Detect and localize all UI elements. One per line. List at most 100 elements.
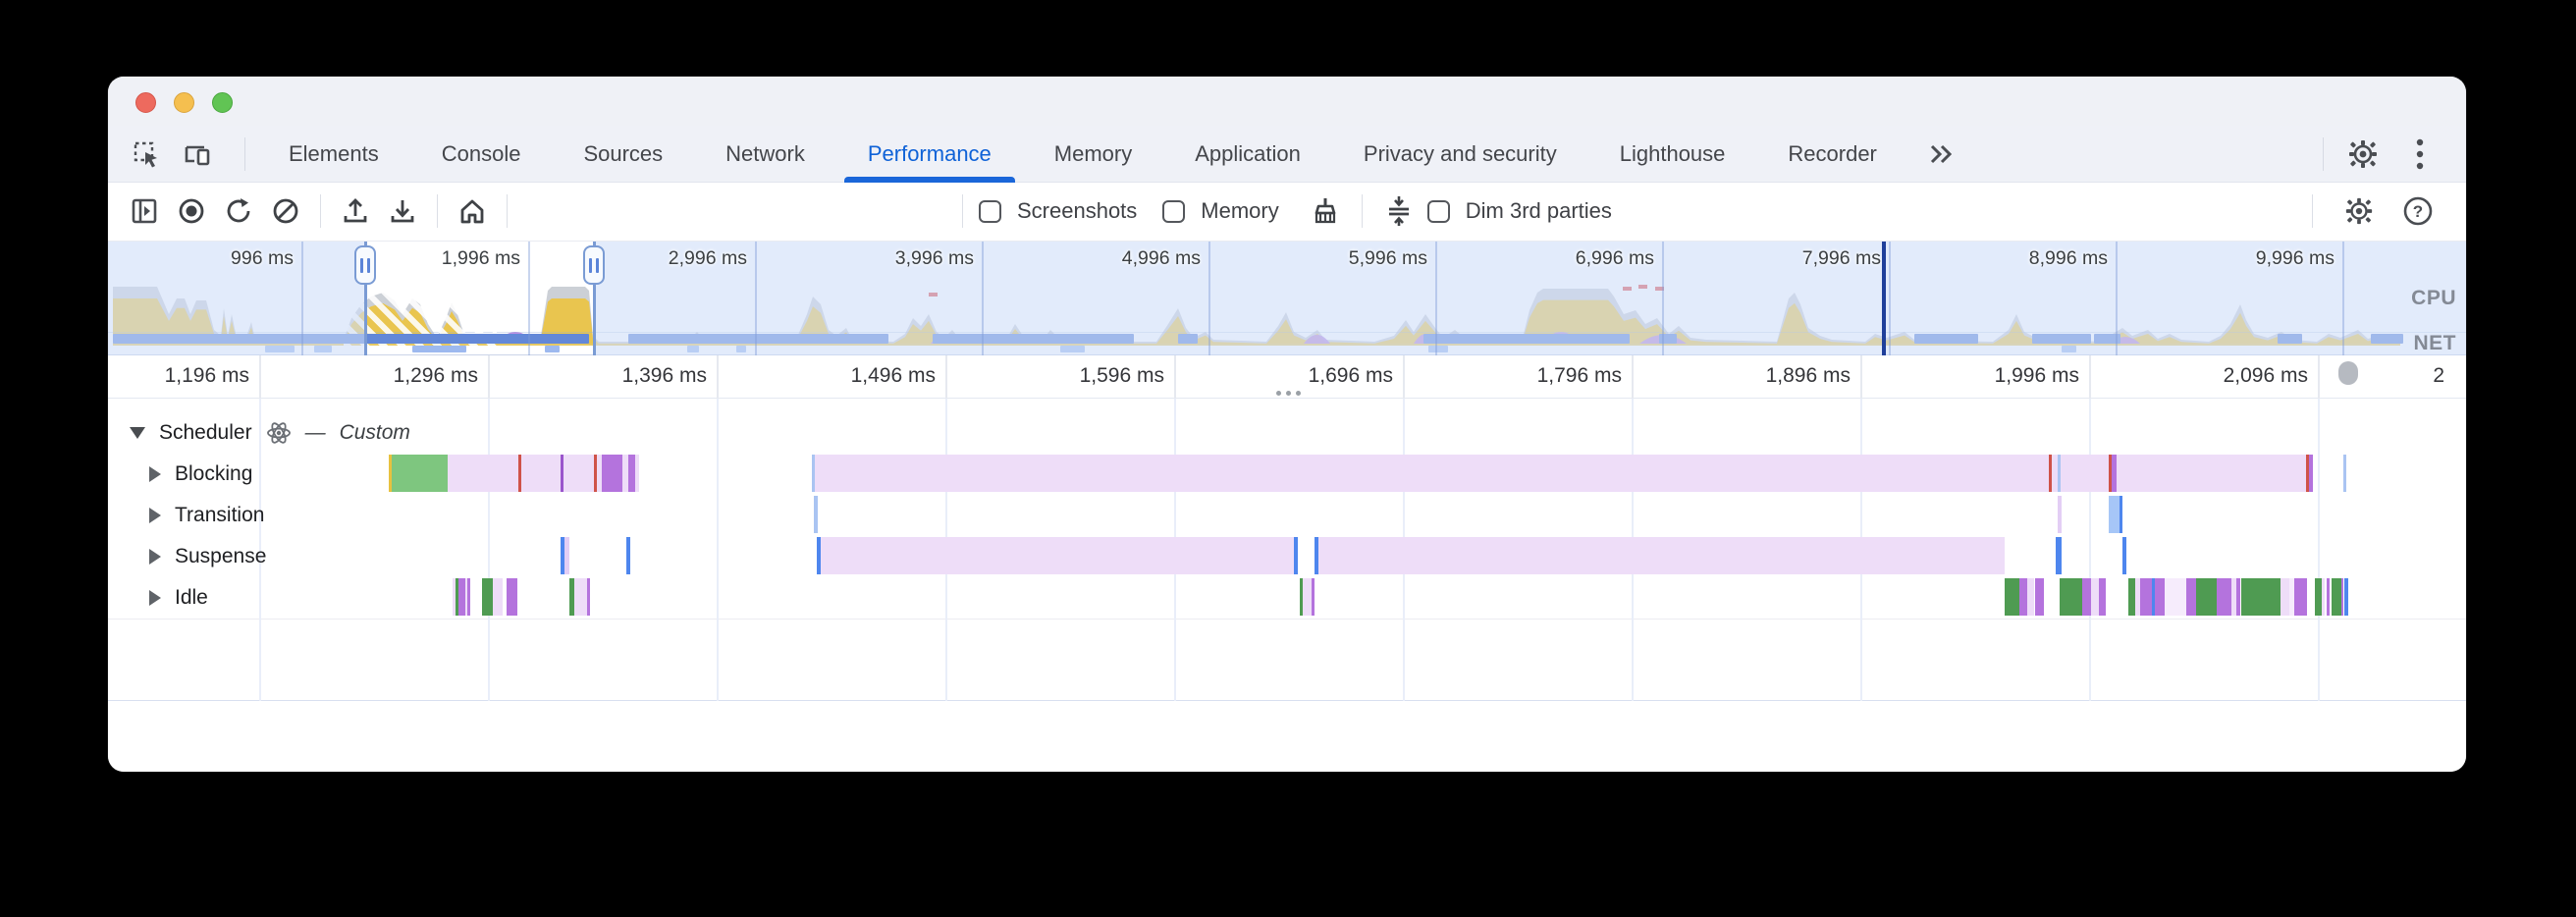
tab-performance[interactable]: Performance	[836, 126, 1023, 183]
expand-row-icon[interactable]	[149, 590, 161, 606]
timeline-event-bar[interactable]	[392, 455, 448, 492]
timeline-event-bar[interactable]	[635, 455, 639, 492]
timeline-event-bar[interactable]	[2112, 455, 2117, 492]
timeline-event-bar[interactable]	[482, 578, 493, 616]
timeline-event-bar[interactable]	[458, 578, 465, 616]
timeline-event-bar[interactable]	[2091, 578, 2099, 616]
timeline-event-bar[interactable]	[2196, 578, 2217, 616]
tab-privacy-and-security[interactable]: Privacy and security	[1332, 126, 1588, 183]
timeline-event-bar[interactable]	[2005, 578, 2019, 616]
expand-row-icon[interactable]	[149, 508, 161, 523]
left-selection-handle[interactable]	[354, 245, 376, 285]
zoom-window-button[interactable]	[212, 92, 233, 113]
tab-sources[interactable]: Sources	[552, 126, 694, 183]
inspect-element-icon[interactable]	[126, 135, 167, 174]
expand-row-icon[interactable]	[149, 466, 161, 482]
timeline-event-bar[interactable]	[2343, 455, 2346, 492]
timeline-overview[interactable]: CPU NET 996 ms1,996 ms2,996 ms3,996 ms4,…	[108, 242, 2466, 355]
timeline-event-bar[interactable]	[1294, 537, 1298, 574]
vertical-scrollbar-thumb[interactable]	[2338, 361, 2358, 385]
timeline-event-bar[interactable]	[817, 537, 821, 574]
timeline-event-bar[interactable]	[2236, 578, 2240, 616]
tab-network[interactable]: Network	[694, 126, 836, 183]
timeline-event-bar[interactable]	[2281, 578, 2289, 616]
timeline-event-bar[interactable]	[2327, 578, 2330, 616]
memory-checkbox[interactable]	[1162, 200, 1185, 223]
timeline-event-bar[interactable]	[2058, 496, 2062, 533]
timeline-event-bar[interactable]	[2049, 455, 2052, 492]
timeline-event-bar[interactable]	[564, 537, 569, 574]
tab-application[interactable]: Application	[1163, 126, 1332, 183]
timeline-event-bar[interactable]	[2099, 578, 2106, 616]
tab-lighthouse[interactable]: Lighthouse	[1588, 126, 1757, 183]
timeline-ruler[interactable]: 2 1,196 ms1,296 ms1,396 ms1,496 ms1,596 …	[108, 355, 2466, 399]
timeline-event-bar[interactable]	[2058, 455, 2061, 492]
chevron-double-right-icon[interactable]	[1908, 126, 1975, 183]
dim-3rd-parties-checkbox[interactable]	[1427, 200, 1450, 223]
timeline-event-bar[interactable]	[2027, 578, 2034, 616]
collapse-group-icon[interactable]	[130, 427, 145, 439]
timeline-event-bar[interactable]	[2341, 578, 2343, 616]
timeline-event-bar[interactable]	[2165, 578, 2186, 616]
home-button[interactable]	[452, 191, 493, 231]
timeline-event-bar[interactable]	[2217, 578, 2231, 616]
timeline-event-bar[interactable]	[1315, 537, 1318, 574]
timeline-event-bar[interactable]	[2344, 578, 2348, 616]
close-window-button[interactable]	[135, 92, 156, 113]
timeline-event-bar[interactable]	[2186, 578, 2196, 616]
timeline-event-bar[interactable]	[814, 496, 818, 533]
timeline-event-bar[interactable]	[817, 537, 1298, 574]
timeline-event-bar[interactable]	[493, 578, 503, 616]
device-toolbar-icon[interactable]	[177, 135, 218, 174]
timeline-event-bar[interactable]	[2019, 578, 2027, 616]
help-icon[interactable]: ?	[2397, 191, 2439, 231]
track-row-blocking[interactable]: Blocking	[149, 462, 252, 486]
tab-console[interactable]: Console	[410, 126, 553, 183]
timeline-event-bar[interactable]	[628, 455, 635, 492]
timeline-event-bar[interactable]	[2082, 578, 2091, 616]
screenshots-checkbox[interactable]	[979, 200, 1001, 223]
track-lane-idle[interactable]	[108, 578, 2466, 616]
track-group-header[interactable]: Scheduler — Custom	[130, 420, 410, 446]
timeline-event-bar[interactable]	[2155, 578, 2165, 616]
track-row-idle[interactable]: Idle	[149, 586, 208, 610]
settings-gear-icon[interactable]	[2338, 191, 2380, 231]
timeline-event-bar[interactable]	[2309, 455, 2313, 492]
upload-profile-button[interactable]	[335, 191, 376, 231]
timeline-event-bar[interactable]	[594, 455, 597, 492]
track-lane-transition[interactable]	[108, 496, 2466, 533]
tab-recorder[interactable]: Recorder	[1756, 126, 1907, 183]
timeline-event-bar[interactable]	[2122, 537, 2126, 574]
timeline-event-bar[interactable]	[448, 455, 602, 492]
timeline-event-bar[interactable]	[2060, 578, 2082, 616]
timeline-event-bar[interactable]	[587, 578, 590, 616]
timeline-event-bar[interactable]	[812, 455, 815, 492]
timeline-event-bar[interactable]	[626, 537, 630, 574]
timeline-event-bar[interactable]	[2128, 578, 2135, 616]
panel-splitter-handle[interactable]	[1276, 391, 1301, 396]
collapse-sections-icon[interactable]	[1378, 191, 1420, 231]
overview-playhead[interactable]	[1882, 242, 1886, 355]
timeline-event-bar[interactable]	[2140, 578, 2152, 616]
collect-garbage-icon[interactable]	[1305, 191, 1346, 231]
tab-memory[interactable]: Memory	[1023, 126, 1163, 183]
expand-row-icon[interactable]	[149, 549, 161, 565]
timeline-event-bar[interactable]	[812, 455, 2313, 492]
timeline-event-bar[interactable]	[2294, 578, 2307, 616]
timeline-event-bar[interactable]	[1303, 578, 1312, 616]
clear-button[interactable]	[265, 191, 306, 231]
record-button[interactable]	[171, 191, 212, 231]
download-profile-button[interactable]	[382, 191, 423, 231]
timeline-event-bar[interactable]	[1312, 578, 1315, 616]
track-lane-suspense[interactable]	[108, 537, 2466, 574]
timeline-event-bar[interactable]	[2315, 578, 2322, 616]
minimize-window-button[interactable]	[174, 92, 194, 113]
timeline-event-bar[interactable]	[2120, 496, 2122, 533]
timeline-event-bar[interactable]	[1315, 537, 2005, 574]
timeline-event-bar[interactable]	[2109, 496, 2120, 533]
record-and-reload-button[interactable]	[218, 191, 259, 231]
timeline-event-bar[interactable]	[467, 578, 470, 616]
settings-gear-icon[interactable]	[2342, 135, 2384, 174]
timeline-event-bar[interactable]	[2241, 578, 2281, 616]
timeline-event-bar[interactable]	[561, 455, 564, 492]
